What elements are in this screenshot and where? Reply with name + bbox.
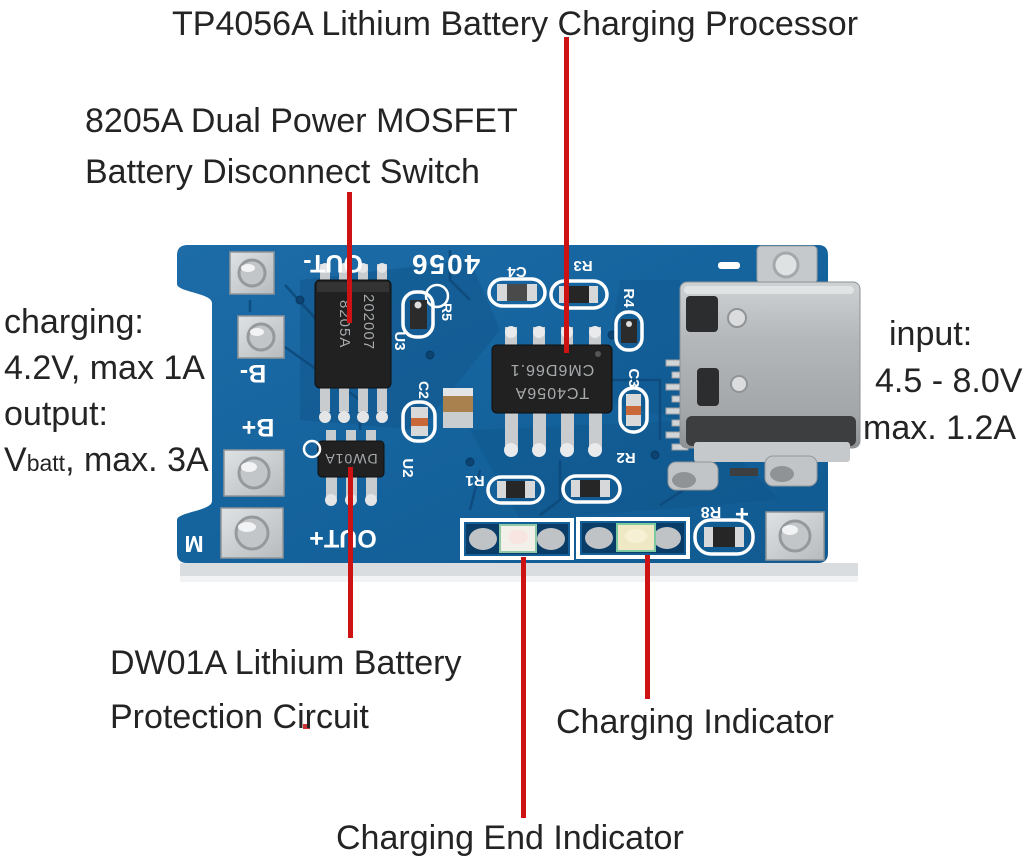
silkscreen-c4: C4 bbox=[507, 263, 527, 280]
silkscreen-u2: U2 bbox=[399, 458, 416, 477]
mosfet-label-line2: Battery Disconnect Switch bbox=[85, 153, 480, 191]
annotation-line-charger-chip bbox=[564, 37, 569, 353]
charging-indicator-label: Charging Indicator bbox=[556, 703, 834, 741]
silkscreen-r3: R3 bbox=[573, 257, 592, 274]
ceramic-capacitor bbox=[443, 388, 473, 428]
silkscreen-plus: + bbox=[735, 500, 749, 527]
protection-chip-dw01a: DW01A bbox=[302, 430, 385, 506]
silkscreen-r5: R5 bbox=[439, 303, 455, 321]
silkscreen-outlines bbox=[401, 277, 755, 560]
silkscreen-out-plus: OUT+ bbox=[309, 524, 376, 552]
chip-marking: 202007 bbox=[360, 294, 377, 350]
pcb-edge-shadow bbox=[180, 576, 858, 582]
charging-spec-line1: charging: bbox=[4, 303, 144, 341]
annotation-line-charging-end-led bbox=[521, 557, 526, 818]
chip-marking: DW01A bbox=[324, 451, 377, 467]
protection-label-line1: DW01A Lithium Battery bbox=[110, 644, 462, 682]
silkscreen-model: 4056 bbox=[410, 249, 480, 280]
mosfet-chip-8205a: 8205A 202007 bbox=[314, 263, 392, 423]
annotation-line-protection-chip bbox=[348, 467, 353, 638]
protection-label-line2: Protection Circuit bbox=[110, 698, 369, 736]
mosfet-label-line1: 8205A Dual Power MOSFET bbox=[85, 102, 518, 140]
silkscreen-c2: C2 bbox=[416, 381, 432, 399]
charging-end-indicator-label: Charging End Indicator bbox=[336, 819, 684, 857]
charging-end-led bbox=[466, 524, 568, 554]
red-artifact-mark bbox=[303, 724, 310, 729]
charging-spec-label: charging: 4.2V, max 1A output: Vbatt, ma… bbox=[4, 299, 209, 486]
silkscreen-c3: C3 bbox=[625, 368, 642, 387]
annotation-line-charging-led bbox=[645, 555, 650, 699]
input-spec-line3: max. 1.2A bbox=[863, 409, 1017, 447]
pcb-vias bbox=[295, 295, 695, 467]
charging-spec-line2: 4.2V, max 1A bbox=[4, 349, 205, 387]
silkscreen-m: M bbox=[184, 531, 203, 557]
usb-c-connector bbox=[665, 245, 861, 491]
mosfet-label: 8205A Dual Power MOSFET Battery Disconne… bbox=[85, 96, 518, 198]
silkscreen-r8: R8 bbox=[701, 503, 722, 520]
silkscreen-b-plus: B+ bbox=[242, 413, 275, 441]
silkscreen-r4: R4 bbox=[620, 288, 637, 308]
input-spec-line2: 4.5 - 8.0V bbox=[875, 362, 1023, 400]
annotation-line-mosfet-chip bbox=[347, 192, 352, 323]
silkscreen-out-minus: OUT- bbox=[303, 249, 363, 277]
chip-marking: TC4056A bbox=[515, 384, 590, 401]
chip-marking: CM6D66.1 bbox=[510, 361, 594, 378]
title-label: TP4056A Lithium Battery Charging Process… bbox=[172, 5, 859, 43]
silkscreen-b-minus: B- bbox=[240, 359, 266, 387]
silkscreen-u3: U3 bbox=[391, 331, 408, 350]
passive-components bbox=[410, 262, 744, 547]
protection-label: DW01A Lithium Battery Protection Circuit bbox=[110, 636, 461, 744]
input-spec-label: input: 4.5 - 8.0V max. 1.2A bbox=[863, 311, 1022, 452]
vbatt-subscript: batt bbox=[26, 450, 66, 476]
pcb-edge-strip bbox=[180, 563, 858, 576]
pad-holes bbox=[234, 258, 812, 553]
input-spec-line1: input: bbox=[889, 315, 973, 353]
charging-spec-line3: output: bbox=[4, 395, 108, 433]
silkscreen-r2: R2 bbox=[616, 449, 635, 466]
charging-spec-line4: Vbatt, max. 3A bbox=[4, 441, 209, 479]
charging-led bbox=[582, 523, 684, 553]
silkscreen-r1: R1 bbox=[465, 472, 484, 489]
silkscreen-circle bbox=[302, 439, 322, 459]
